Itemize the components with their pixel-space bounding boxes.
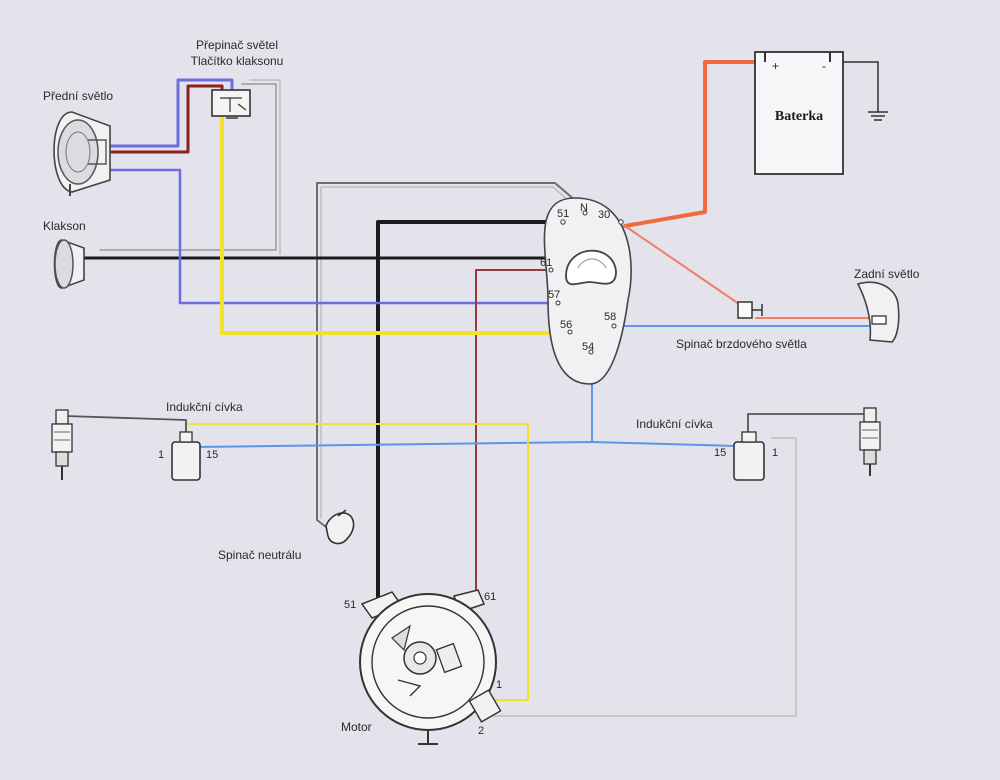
motor-label: Motor bbox=[341, 720, 372, 734]
terminal-30: 30 bbox=[598, 209, 610, 221]
ground-icon bbox=[868, 111, 888, 121]
neutral-switch-label: Spinač neutrálu bbox=[218, 548, 301, 562]
wire-horn-button-gray2 bbox=[249, 79, 281, 255]
battery: + - Baterka bbox=[754, 51, 844, 175]
wire-front-light-red bbox=[106, 84, 224, 154]
wire-switch-yellow-56 bbox=[220, 106, 560, 335]
coil-right-terminal-1: 1 bbox=[772, 447, 778, 459]
spark-plug-left bbox=[51, 409, 73, 480]
horn bbox=[53, 239, 85, 289]
wire-coil-right-gray bbox=[489, 437, 797, 717]
neutral-switch bbox=[325, 509, 355, 545]
brake-switch-label: Spinač brzdového světla bbox=[676, 337, 807, 351]
front-light-label: Přední světlo bbox=[43, 89, 113, 103]
wire-neutral-gray-inner bbox=[320, 186, 581, 519]
wire-front-light-blue-top bbox=[106, 78, 234, 148]
ignition-coil-left bbox=[171, 431, 201, 481]
motor-terminal-2: 2 bbox=[478, 725, 484, 737]
horn-label: Klakson bbox=[43, 219, 86, 233]
battery-label: Baterka bbox=[775, 109, 823, 124]
terminal-58: 58 bbox=[604, 311, 616, 323]
terminal-61: 61 bbox=[540, 257, 552, 269]
spark-plug-right bbox=[859, 407, 881, 476]
wire-30-brake-switch bbox=[624, 225, 746, 309]
wire-battery-orange bbox=[623, 60, 767, 228]
motor-terminal-61: 61 bbox=[484, 591, 496, 603]
wire-coil-feed-blue bbox=[195, 441, 738, 448]
terminal-51: 51 bbox=[557, 208, 569, 220]
ignition-switch bbox=[543, 197, 632, 385]
coil-right-terminal-15: 15 bbox=[714, 447, 726, 459]
coil-left-label: Indukční cívka bbox=[166, 400, 243, 414]
rear-light-label: Zadní světlo bbox=[854, 267, 920, 281]
light-switch-horn-button bbox=[211, 89, 251, 119]
front-light bbox=[53, 111, 111, 196]
coil-left-terminal-15: 15 bbox=[206, 449, 218, 461]
horn-button-label: Tlačítko klaksonu bbox=[191, 54, 284, 68]
svg-text:-: - bbox=[822, 59, 826, 73]
coil-right-label: Indukční cívka bbox=[636, 417, 713, 431]
ignition-coil-right bbox=[733, 431, 765, 481]
wire-horn-button-gray bbox=[99, 83, 277, 251]
rear-light bbox=[856, 281, 900, 343]
motor bbox=[359, 589, 502, 745]
wire-ht-left bbox=[65, 415, 187, 433]
coil-left-terminal-1: 1 bbox=[158, 449, 164, 461]
motor-terminal-1: 1 bbox=[496, 679, 502, 691]
wire-neutral-gray bbox=[316, 182, 584, 531]
wire-front-light-blue-57 bbox=[98, 168, 557, 305]
light-switch-label: Přepinač světel bbox=[196, 38, 278, 52]
terminal-57: 57 bbox=[548, 289, 560, 301]
brake-light-switch bbox=[737, 301, 763, 319]
terminal-56: 56 bbox=[560, 319, 572, 331]
wire-ht-right bbox=[747, 413, 869, 433]
wire-horn-black bbox=[83, 222, 562, 260]
wire-battery-ground bbox=[829, 61, 879, 113]
motor-terminal-51: 51 bbox=[344, 599, 356, 611]
wire-51-black bbox=[376, 220, 562, 600]
terminal-N: N bbox=[580, 202, 588, 214]
terminal-54: 54 bbox=[582, 341, 594, 353]
wire-61-red bbox=[475, 269, 549, 593]
svg-text:+: + bbox=[772, 59, 779, 73]
